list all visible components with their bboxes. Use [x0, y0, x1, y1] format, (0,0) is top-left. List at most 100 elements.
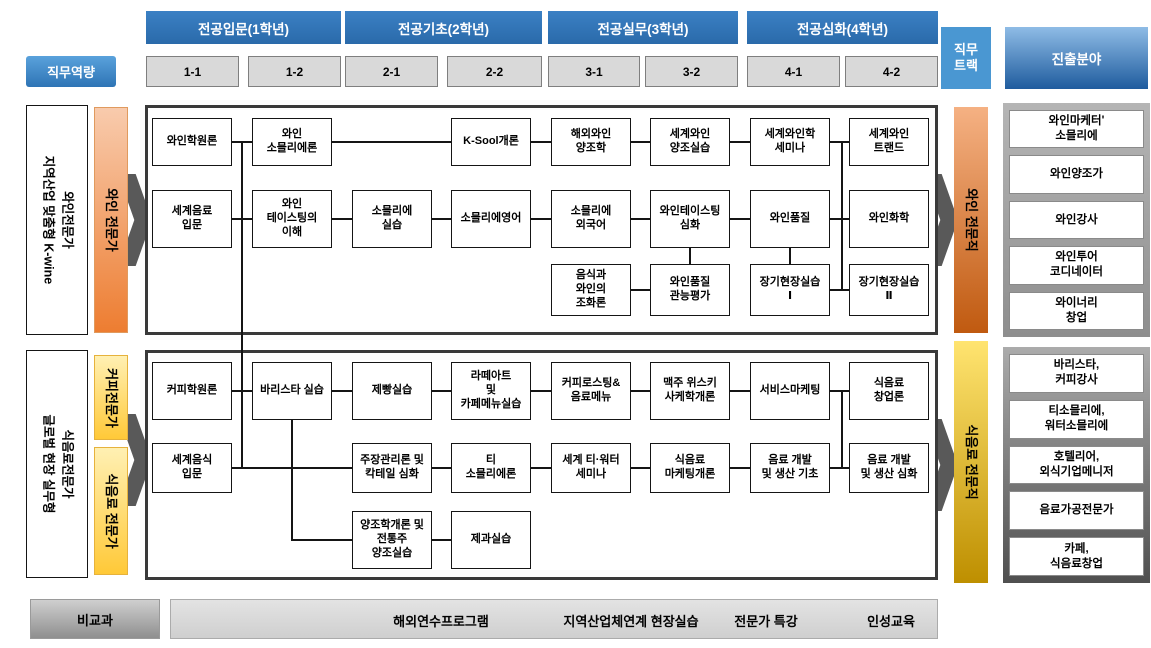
connector — [689, 248, 691, 265]
connector — [830, 390, 849, 392]
course-box: 장기현장실습 Ⅱ — [849, 264, 929, 316]
connector — [830, 141, 849, 143]
semester-3-2: 3-2 — [645, 56, 738, 87]
year-header-4: 전공심화(4학년) — [747, 11, 938, 44]
connector — [730, 218, 750, 220]
course-box: 제빵실습 — [352, 362, 432, 420]
connector — [730, 390, 750, 392]
connector — [631, 141, 650, 143]
course-box: 맥주 위스키 사케학개론 — [650, 362, 730, 420]
connector — [789, 248, 791, 265]
connector — [631, 218, 650, 220]
course-box: 음식과 와인의 조화론 — [551, 264, 631, 316]
wine-role-bar: 와인 전문가 — [94, 107, 128, 333]
career-box: 와이너리 창업 — [1009, 291, 1144, 331]
course-box: 와인테이스팅 심화 — [650, 190, 730, 248]
semester-2-2: 2-2 — [447, 56, 542, 87]
connector — [241, 142, 243, 468]
semester-3-1: 3-1 — [548, 56, 640, 87]
course-box: 와인품질 관능평가 — [650, 264, 730, 316]
connector — [841, 391, 843, 468]
course-box: 제과실습 — [451, 511, 531, 569]
course-box: 바리스타 실습 — [252, 362, 332, 420]
course-box: 양조학개론 및 전통주 양조실습 — [352, 511, 432, 569]
course-box: 세계음료 입문 — [152, 190, 232, 248]
connector — [291, 539, 352, 541]
food-career-list: 바리스타, 커피강사 티소믈리에, 워터소믈리에 호텔리어, 외식기업메니저 음… — [1003, 347, 1150, 583]
course-box: 음료 개발 및 생산 심화 — [849, 443, 929, 493]
food-track-bar: 식음료 전문직 — [954, 341, 988, 583]
wine-identity-box: 와인전문가 지역산업 맞춤형 K-wine — [26, 105, 88, 335]
connector — [531, 218, 551, 220]
connector — [730, 141, 750, 143]
connector — [432, 390, 451, 392]
beverage-role-bar: 식음료 전문가 — [94, 447, 128, 575]
connector — [830, 218, 849, 220]
course-box: 와인화학 — [849, 190, 929, 248]
connector — [631, 289, 650, 291]
extracurricular-item: 해외연수프로그램 — [393, 613, 489, 629]
course-box: 소믈리에 실습 — [352, 190, 432, 248]
year-header-2: 전공기초(2학년) — [345, 11, 542, 44]
connector — [531, 390, 551, 392]
semester-1-1: 1-1 — [146, 56, 239, 87]
course-box: 티 소믈리에론 — [451, 443, 531, 493]
connector — [332, 141, 451, 143]
connector — [432, 539, 451, 541]
wine-career-list: 와인마케터' 소믈리에 와인양조가 와인강사 와인투어 코디네이터 와이너리 창… — [1003, 103, 1150, 337]
connector — [631, 467, 650, 469]
year-header-1: 전공입문(1학년) — [146, 11, 341, 44]
connector — [730, 467, 750, 469]
job-track-header: 직무 트랙 — [941, 27, 991, 89]
course-box: 소믈리에영어 — [451, 190, 531, 248]
connector — [631, 390, 650, 392]
course-box: 세계와인 트랜드 — [849, 118, 929, 166]
connector — [830, 289, 849, 291]
food-track-label: 식음료 전문직 — [964, 424, 980, 500]
extracurricular-item: 전문가 특강 — [734, 613, 798, 629]
course-box: 해외와인 양조학 — [551, 118, 631, 166]
semester-4-2: 4-2 — [845, 56, 938, 87]
course-box: 와인 테이스팅의 이해 — [252, 190, 332, 248]
job-competency-label: 직무역량 — [26, 56, 116, 87]
wine-identity-label: 와인전문가 지역산업 맞춤형 K-wine — [41, 155, 75, 285]
career-field-header: 진출분야 — [1005, 27, 1148, 89]
course-box: 식음료 창업론 — [849, 362, 929, 420]
course-box: 라떼아트 및 카페메뉴실습 — [451, 362, 531, 420]
year-header-3: 전공실무(3학년) — [548, 11, 738, 44]
course-box: 음료 개발 및 생산 기초 — [750, 443, 830, 493]
career-box: 와인마케터' 소믈리에 — [1009, 110, 1144, 149]
course-box: 와인 소믈리에론 — [252, 118, 332, 166]
wine-track-bar: 와인 전문직 — [954, 107, 988, 333]
semester-2-1: 2-1 — [345, 56, 438, 87]
course-box: 커피학원론 — [152, 362, 232, 420]
coffee-role-bar: 커피전문가 — [94, 355, 128, 440]
connector — [531, 141, 551, 143]
course-box: 식음료 마케팅개론 — [650, 443, 730, 493]
connector — [531, 467, 551, 469]
career-box: 음료가공전문가 — [1009, 491, 1144, 531]
course-box: K-Sool개론 — [451, 118, 531, 166]
course-box: 주장관리론 및 칵테일 심화 — [352, 443, 432, 493]
extracurricular-bar: 해외연수프로그램 지역산업체연계 현장실습 전문가 특강 인성교육 — [170, 599, 938, 639]
connector — [830, 467, 849, 469]
connector — [291, 420, 293, 540]
career-box: 티소믈리에, 워터소믈리에 — [1009, 399, 1144, 439]
coffee-role-label: 커피전문가 — [104, 367, 120, 428]
connector — [432, 467, 451, 469]
course-box: 커피로스팅& 음료메뉴 — [551, 362, 631, 420]
connector — [332, 390, 352, 392]
career-box: 호텔리어, 외식기업메니저 — [1009, 445, 1144, 485]
course-box: 세계음식 입문 — [152, 443, 232, 493]
course-box: 세계와인학 세미나 — [750, 118, 830, 166]
course-box: 와인학원론 — [152, 118, 232, 166]
course-box: 장기현장실습 Ⅰ — [750, 264, 830, 316]
connector — [332, 218, 352, 220]
course-box: 서비스마케팅 — [750, 362, 830, 420]
extracurricular-item: 인성교육 — [867, 613, 915, 629]
course-box: 소믈리에 외국어 — [551, 190, 631, 248]
course-box: 세계와인 양조실습 — [650, 118, 730, 166]
course-box: 세계 티·워터 세미나 — [551, 443, 631, 493]
connector — [432, 218, 451, 220]
